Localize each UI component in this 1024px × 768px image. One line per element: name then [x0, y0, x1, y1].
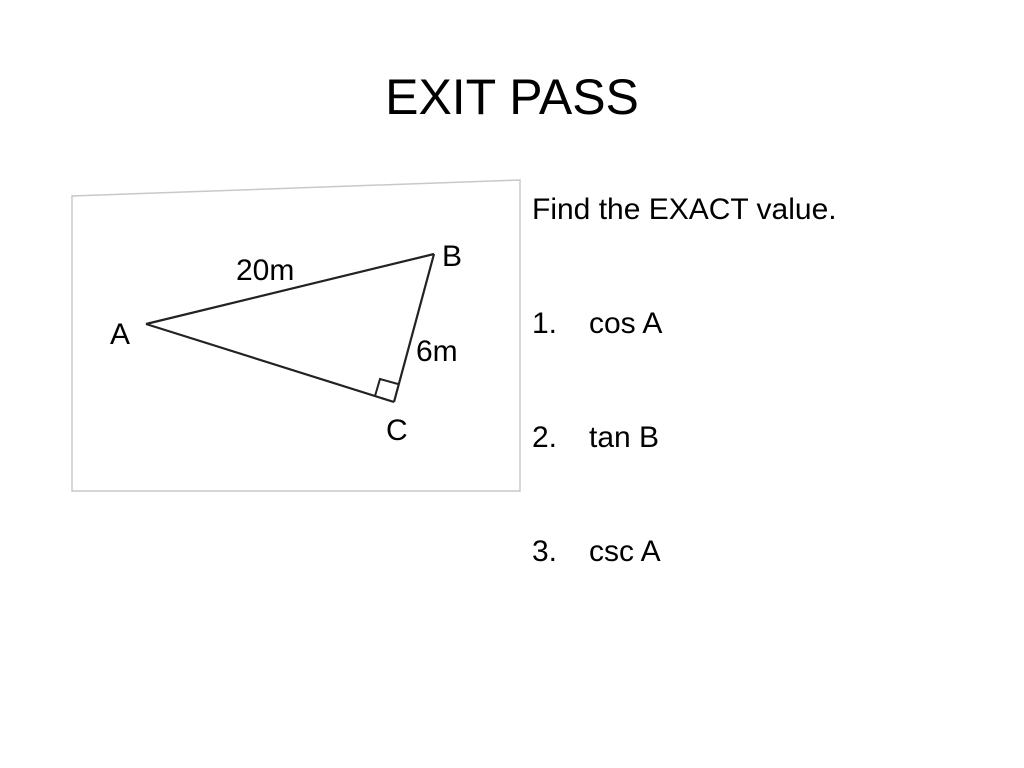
question-text: tan B — [589, 421, 660, 454]
side-ab — [145, 252, 435, 326]
instruction-text: Find the EXACT value. — [532, 193, 837, 226]
side-bc — [392, 253, 436, 403]
question-number: 2. — [532, 421, 558, 454]
question-item: 3. csc A — [532, 530, 1002, 574]
prompt-block: Find the EXACT value. 1. cos A 2. tan B 3.… — [532, 188, 1002, 574]
side-label-ab: 20m — [236, 254, 294, 287]
side-ac — [145, 322, 395, 404]
question-text: csc A — [589, 535, 661, 568]
question-text: cos A — [589, 307, 663, 340]
right-angle-marker — [374, 377, 399, 397]
question-list: 1. cos A 2. tan B 3. csc A — [532, 302, 1002, 574]
triangle-figure: A B C 20m 6m — [68, 176, 528, 498]
vertex-label-a: A — [110, 318, 130, 351]
question-item: 2. tan B — [532, 416, 1002, 460]
side-label-bc: 6m — [416, 335, 458, 368]
figure-frame — [71, 179, 521, 492]
slide-title: EXIT PASS — [385, 69, 639, 125]
vertex-label-c: C — [386, 414, 408, 447]
question-number: 3. — [532, 535, 558, 568]
vertex-label-b: B — [442, 240, 462, 273]
question-number: 1. — [532, 307, 558, 340]
triangle-diagram: A B C 20m 6m — [71, 179, 521, 492]
question-item: 1. cos A — [532, 302, 1002, 346]
